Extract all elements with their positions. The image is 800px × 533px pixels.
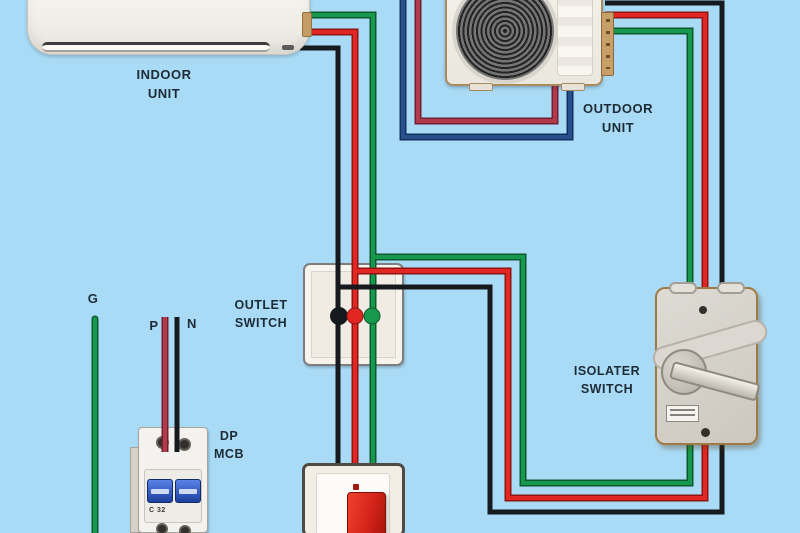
mcb-terminal-screw bbox=[156, 523, 168, 533]
mcb-rating-text: C 32 bbox=[149, 507, 166, 514]
mcb-toggle-icon bbox=[147, 479, 173, 503]
outdoor-unit bbox=[445, 0, 614, 91]
indoor-unit-label: INDOOR UNIT bbox=[136, 67, 192, 101]
indoor-unit-display bbox=[282, 45, 294, 50]
outdoor-unit-label: OUTDOOR UNIT bbox=[583, 101, 653, 135]
outdoor-unit-side-vents bbox=[557, 0, 593, 76]
junction-dot-green bbox=[363, 307, 381, 325]
green-wire bbox=[93, 13, 692, 533]
crimson-wire bbox=[163, 0, 557, 452]
phase-wire-label: P bbox=[149, 318, 159, 333]
black-wire bbox=[174, 0, 725, 515]
isolater-switch-box bbox=[649, 282, 771, 445]
isolator-handle-lever bbox=[668, 360, 761, 402]
mcb-toggle-icon bbox=[175, 479, 201, 503]
cable-gland bbox=[717, 282, 745, 294]
isolator-screw bbox=[701, 428, 710, 437]
indoor-unit-vent bbox=[42, 42, 270, 52]
dp-mcb-label: DP MCB bbox=[214, 429, 244, 462]
outlet-switch-label: OUTLET SWITCH bbox=[234, 298, 288, 331]
power-switch-indicator bbox=[353, 484, 359, 490]
isolater-switch-label: ISOLATER SWITCH bbox=[573, 364, 641, 397]
outdoor-unit-terminal-strip bbox=[601, 12, 614, 76]
isolator-rating-plate bbox=[666, 405, 699, 422]
mcb-terminal-screw bbox=[179, 525, 191, 533]
neutral-wire-label: N bbox=[187, 316, 197, 331]
outdoor-unit-foot bbox=[561, 83, 585, 91]
junction-dot-black bbox=[330, 307, 348, 325]
isolator-screw bbox=[699, 306, 707, 314]
indoor-unit-cable-connector bbox=[302, 12, 312, 37]
power-switch bbox=[302, 463, 405, 533]
blue-wire bbox=[401, 0, 572, 139]
ground-wire-label: G bbox=[87, 291, 99, 306]
red-rocker-icon bbox=[347, 492, 386, 533]
indoor-unit bbox=[27, 0, 310, 55]
fan-grille-icon bbox=[452, 0, 558, 84]
outdoor-unit-foot bbox=[469, 83, 493, 91]
junction-dot-red bbox=[346, 307, 364, 325]
cable-gland bbox=[669, 282, 697, 294]
